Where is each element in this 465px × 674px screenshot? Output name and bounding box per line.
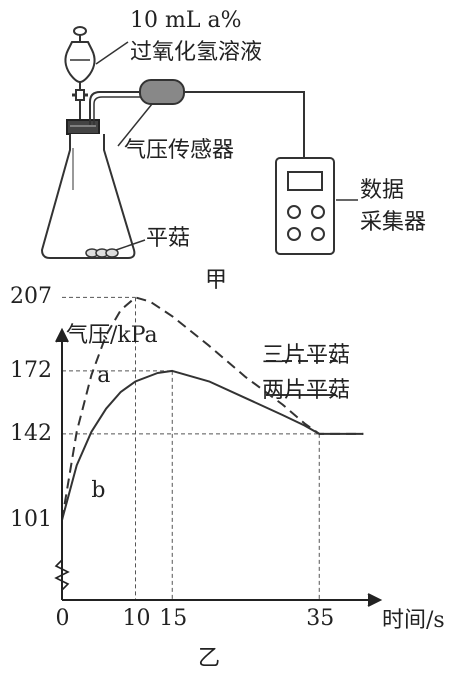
reagent-concentration-var: a — [207, 8, 221, 33]
curve-label-a: a — [97, 362, 111, 388]
collector-label-line1: 数据 — [360, 178, 405, 203]
pressure-sensor — [139, 79, 185, 105]
separatory-funnel — [64, 26, 96, 125]
figure-label-yi: 乙 — [198, 646, 221, 671]
gas-tube — [89, 91, 142, 125]
x-tick-label-10: 10 — [122, 606, 151, 631]
reagent-name-label: 过氧化氢溶液 — [130, 40, 263, 65]
y-axis-label: 气压/kPa — [66, 323, 158, 348]
legend-label-solid: 两片平菇 — [262, 378, 351, 403]
reagent-volume-label: 10 mL a% — [130, 10, 241, 32]
chart-guide-lines — [62, 296, 320, 600]
reagent-percent-sign: % — [220, 8, 242, 33]
x-tick-label-0: 0 — [55, 606, 70, 631]
x-axis-arrow — [367, 593, 383, 607]
chart-series-group — [61, 296, 364, 521]
y-axis-break-icon — [54, 559, 70, 591]
sensor-cable — [184, 91, 305, 158]
x-tick-label-15: 15 — [159, 606, 188, 631]
y-tick-label-101: 101 — [10, 507, 52, 532]
chart-legend — [266, 360, 336, 396]
figure-label-jia: 甲 — [205, 268, 228, 293]
y-tick-label-142: 142 — [10, 420, 52, 446]
sensor-label: 气压传感器 — [124, 138, 235, 163]
reagent-volume-text: 10 mL — [130, 8, 208, 33]
x-tick-label-35: 35 — [306, 606, 335, 631]
mushroom-label: 平菇 — [146, 226, 191, 251]
legend-label-dashed: 三片平菇 — [262, 343, 351, 368]
conical-flask — [40, 119, 136, 259]
y-tick-label-172: 172 — [10, 357, 52, 383]
chart-axes — [54, 327, 383, 607]
y-axis-arrow — [55, 327, 69, 343]
x-axis-label: 时间/s — [382, 608, 445, 633]
collector-label-line2: 采集器 — [360, 210, 427, 235]
pressure-time-chart — [54, 296, 383, 607]
data-collector — [275, 157, 335, 255]
apparatus-diagram — [40, 26, 358, 259]
curve-label-b: b — [91, 478, 106, 504]
y-tick-label-207: 207 — [10, 284, 52, 310]
mushroom-pieces — [85, 248, 119, 258]
series-line-2 — [61, 369, 364, 521]
